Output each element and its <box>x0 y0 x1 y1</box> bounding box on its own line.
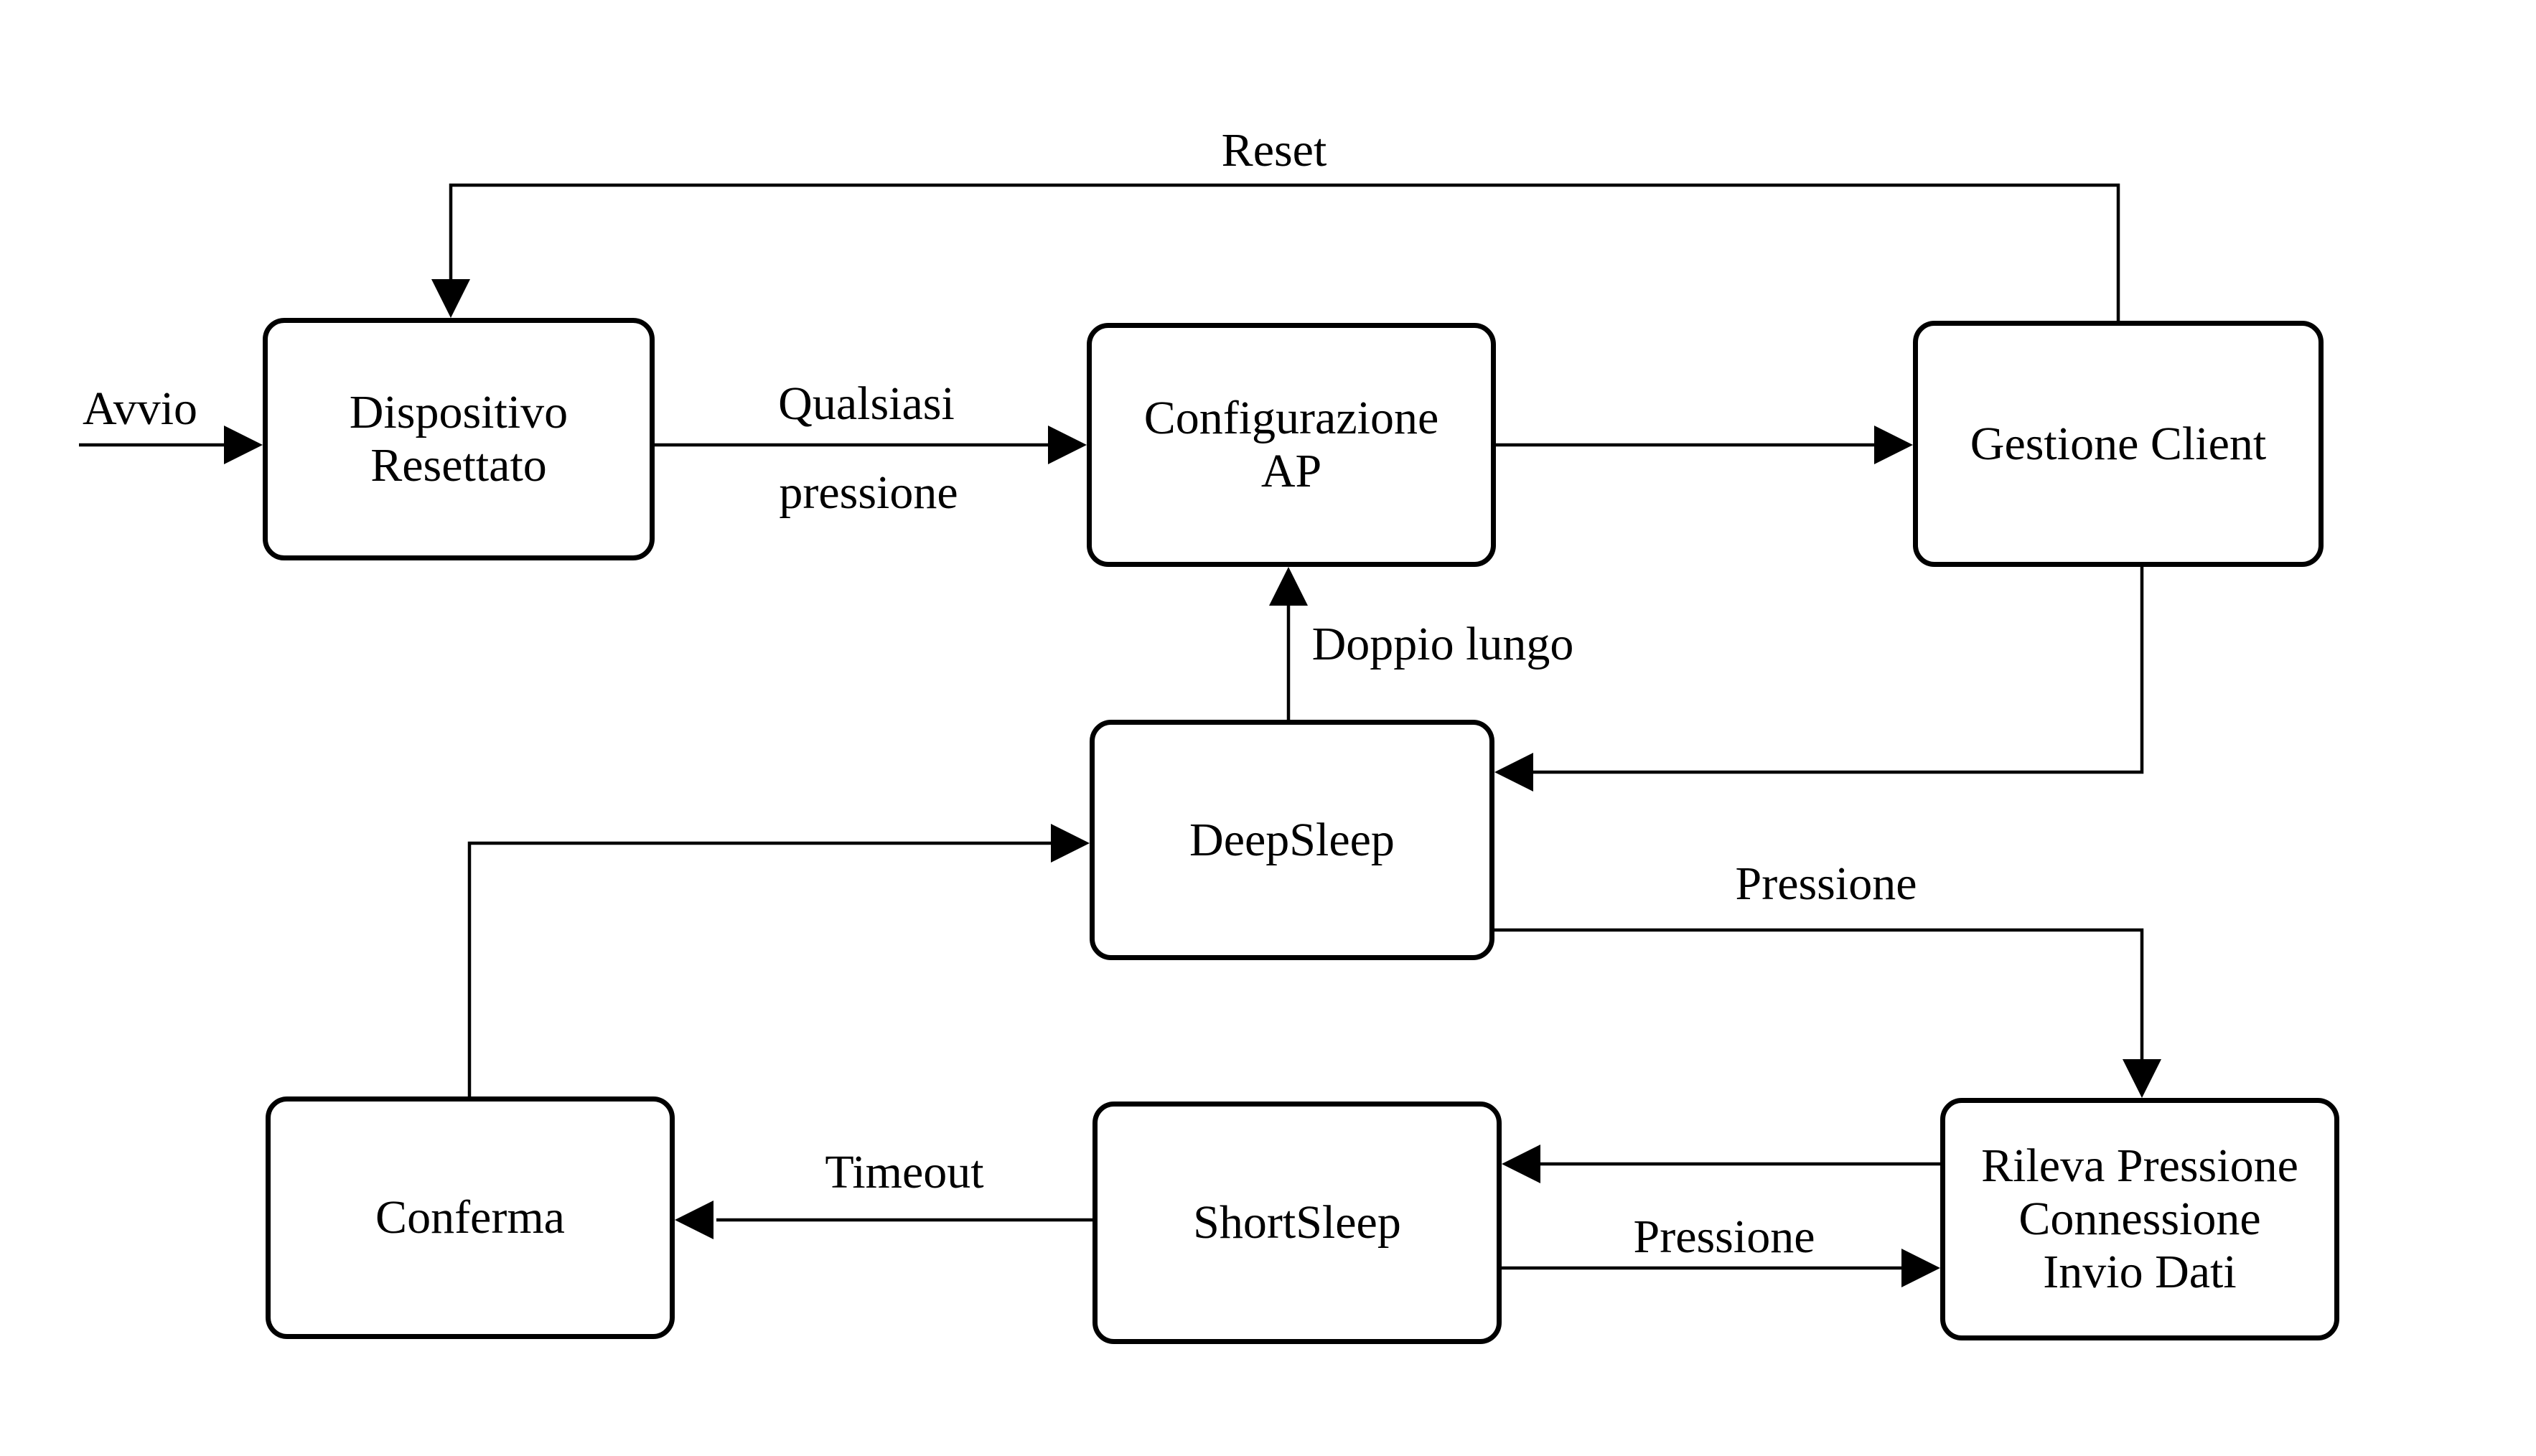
edge-label-qualsiasi-line1: Qualsiasi <box>778 377 955 430</box>
edge-label-timeout: Timeout <box>825 1146 984 1198</box>
edge-label-qualsiasi-line2: pressione <box>779 466 958 519</box>
state-configurazione-ap: Configurazione AP <box>1087 323 1496 567</box>
edge-conferma-deepsleep-arrowhead-icon <box>1051 824 1090 863</box>
state-shortsleep: ShortSleep <box>1092 1102 1502 1344</box>
state-label-line: Rileva Pressione <box>1981 1140 2298 1192</box>
state-label-line: DeepSleep <box>1189 813 1395 866</box>
state-label-line: Dispositivo <box>349 386 569 438</box>
edge-avvio-arrowhead-icon <box>224 426 263 464</box>
edge-qualsiasi-arrowhead-icon <box>1048 426 1087 464</box>
edge-pressione-shortsleep-arrowhead-icon <box>1901 1249 1940 1287</box>
state-rileva-pressione: Rileva Pressione Connessione Invio Dati <box>1940 1098 2339 1340</box>
edge-label-pressione-shortsleep: Pressione <box>1633 1211 1815 1263</box>
edge-config-gestione-arrowhead-icon <box>1874 426 1913 464</box>
state-gestione-client: Gestione Client <box>1913 321 2324 567</box>
edge-label-avvio: Avvio <box>82 382 198 435</box>
edge-timeout-arrowhead-icon <box>675 1201 713 1239</box>
state-label-line: Conferma <box>375 1191 565 1244</box>
state-label-line: Resettato <box>370 439 547 492</box>
state-label-line: Invio Dati <box>2043 1246 2237 1298</box>
state-label-line: ShortSleep <box>1193 1196 1401 1249</box>
state-label-line: Connessione <box>2018 1193 2261 1245</box>
edge-gestione-deepsleep-arrowhead-icon <box>1494 753 1533 792</box>
edge-conferma-deepsleep-line <box>467 841 1055 1096</box>
edge-reset-line <box>449 183 2120 321</box>
edge-rileva-shortsleep-arrowhead-icon <box>1502 1145 1540 1183</box>
edge-label-doppio-lungo: Doppio lungo <box>1311 618 1574 670</box>
state-deepsleep: DeepSleep <box>1090 720 1494 960</box>
edge-doppio-arrowhead-icon <box>1269 567 1308 606</box>
edge-pressione-deepsleep-line <box>1494 928 2144 1063</box>
edge-label-reset: Reset <box>1221 124 1327 177</box>
edge-gestione-deepsleep-line <box>1529 567 2144 774</box>
state-label-line: AP <box>1260 445 1322 497</box>
edge-pressione-deepsleep-arrowhead-icon <box>2123 1059 2161 1098</box>
edge-label-pressione-deepsleep: Pressione <box>1735 858 1917 910</box>
state-label-line: Configurazione <box>1143 392 1439 444</box>
state-dispositivo-resettato: Dispositivo Resettato <box>263 318 655 560</box>
state-label-line: Gestione Client <box>1970 417 2267 470</box>
state-conferma: Conferma <box>266 1096 675 1339</box>
edge-reset-arrowhead-icon <box>431 279 470 318</box>
